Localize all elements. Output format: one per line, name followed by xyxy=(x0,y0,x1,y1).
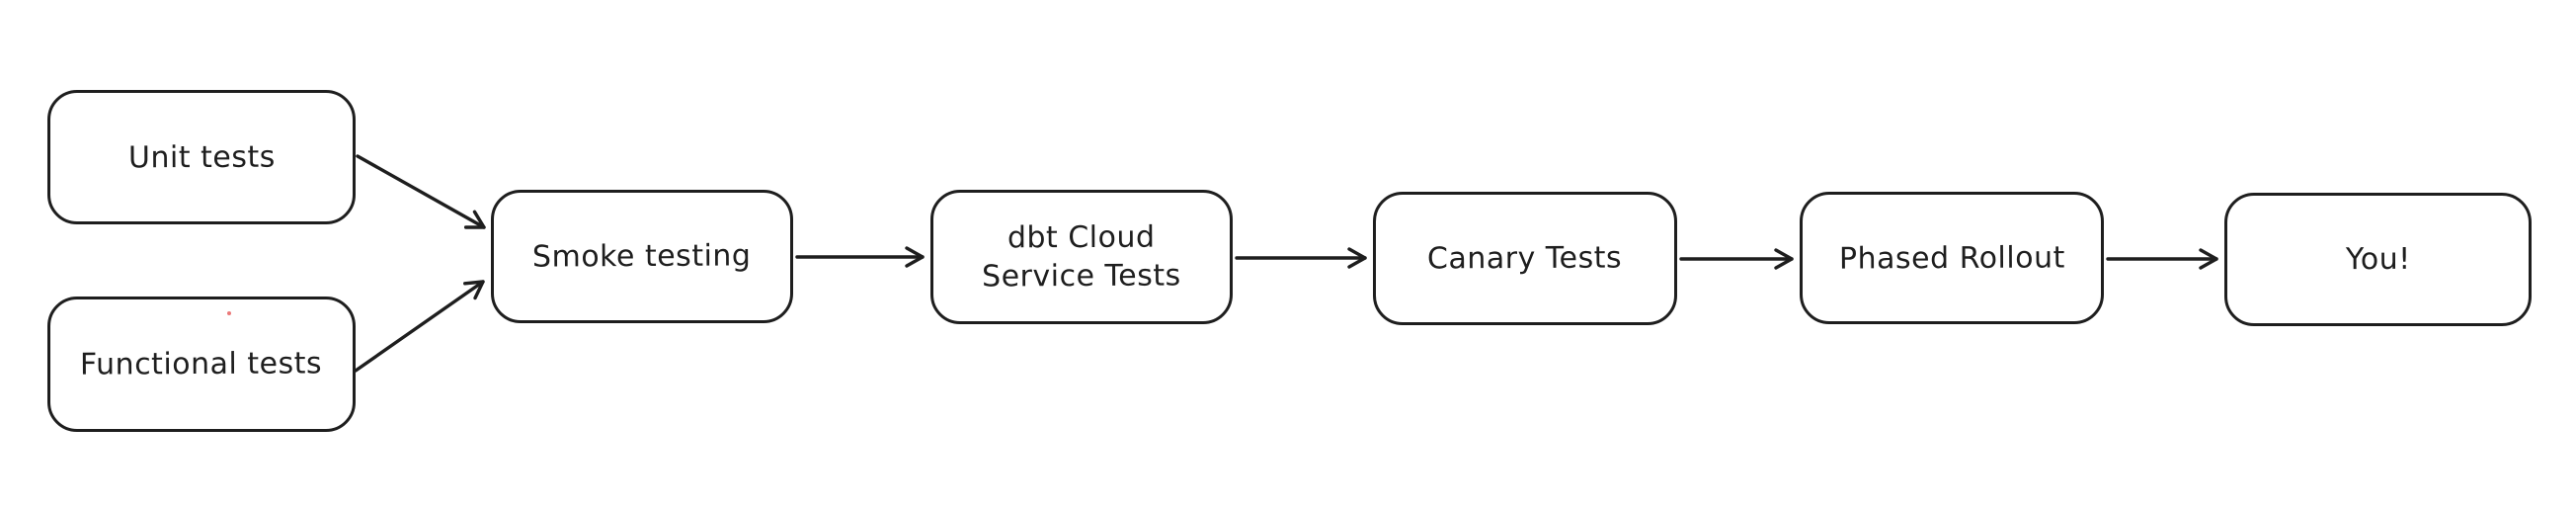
node-dbt-cloud-service-tests: dbt Cloud Service Tests xyxy=(930,190,1233,324)
node-canary-tests-label: Canary Tests xyxy=(1427,240,1623,277)
node-smoke-testing: Smoke testing xyxy=(491,190,793,323)
node-unit-tests: Unit tests xyxy=(47,90,356,224)
node-smoke-testing-label: Smoke testing xyxy=(532,238,752,275)
node-functional-tests: Functional tests xyxy=(47,297,356,432)
node-functional-tests-label: Functional tests xyxy=(80,346,323,382)
node-phased-rollout-label: Phased Rollout xyxy=(1838,239,2065,277)
node-you: You! xyxy=(2224,193,2532,326)
red-dot-artifact xyxy=(227,311,231,315)
node-canary-tests: Canary Tests xyxy=(1373,192,1677,325)
arrow-unit-tests-to-smoke-testing xyxy=(356,154,486,229)
node-unit-tests-label: Unit tests xyxy=(127,139,276,175)
node-you-label: You! xyxy=(2345,241,2411,278)
arrow-functional-tests-to-smoke-testing xyxy=(354,280,485,373)
node-dbt-cloud-service-tests-label: dbt Cloud Service Tests xyxy=(982,219,1182,295)
node-phased-rollout: Phased Rollout xyxy=(1800,192,2104,324)
